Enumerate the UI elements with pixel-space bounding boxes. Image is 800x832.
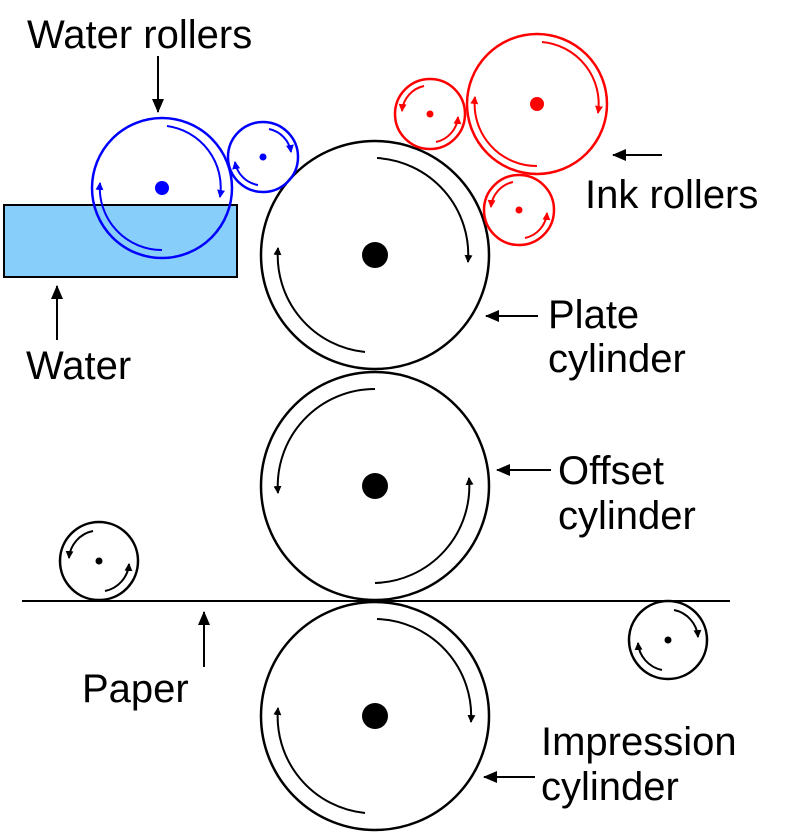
curved-arrow-icon (95, 182, 163, 252)
plate-label-line1: Plate (548, 293, 639, 337)
water-roller-large (90, 116, 234, 260)
curved-arrow-icon (634, 642, 663, 671)
curved-arrow-icon (487, 181, 514, 208)
curved-arrow-icon (376, 157, 473, 263)
water-roller-small (226, 120, 300, 194)
water-label: Water (26, 344, 131, 388)
offset-cylinder (259, 370, 491, 602)
impression-cylinder (259, 600, 491, 832)
ink-roller-lower (482, 173, 556, 247)
curved-arrow-icon (166, 125, 226, 198)
curved-arrow-icon (273, 247, 366, 353)
curved-arrow-icon (273, 387, 376, 494)
offset-label-line1: Offset (558, 449, 664, 493)
water-rollers-label: Water rollers (27, 13, 252, 57)
offset-label-line2: cylinder (558, 494, 696, 538)
ink-rollers-label: Ink rollers (585, 173, 758, 217)
paper-label: Paper (82, 667, 189, 711)
curved-arrow-icon (398, 85, 425, 112)
ink-roller-large (465, 32, 609, 176)
curved-arrow-icon (268, 128, 294, 153)
curved-arrow-icon (541, 41, 603, 114)
curved-arrow-icon (232, 161, 259, 186)
curved-arrow-icon (374, 477, 474, 584)
paper-roller-right (627, 599, 709, 681)
ink-roller-left (393, 77, 467, 151)
curved-arrow-icon (435, 116, 462, 143)
curved-arrow-icon (273, 707, 366, 814)
curved-arrow-icon (524, 212, 551, 239)
curved-arrow-icon (376, 618, 476, 723)
curved-arrow-icon (470, 96, 538, 168)
water-tray (3, 204, 238, 278)
curved-arrow-icon (673, 609, 702, 638)
impression-label-line2: cylinder (541, 765, 679, 809)
curved-arrow-icon (65, 530, 94, 559)
plate-cylinder (259, 139, 491, 371)
plate-label-line2: cylinder (548, 337, 686, 381)
curved-arrow-icon (104, 563, 133, 592)
impression-label-line1: Impression (541, 720, 737, 764)
paper-roller-left (58, 520, 140, 602)
